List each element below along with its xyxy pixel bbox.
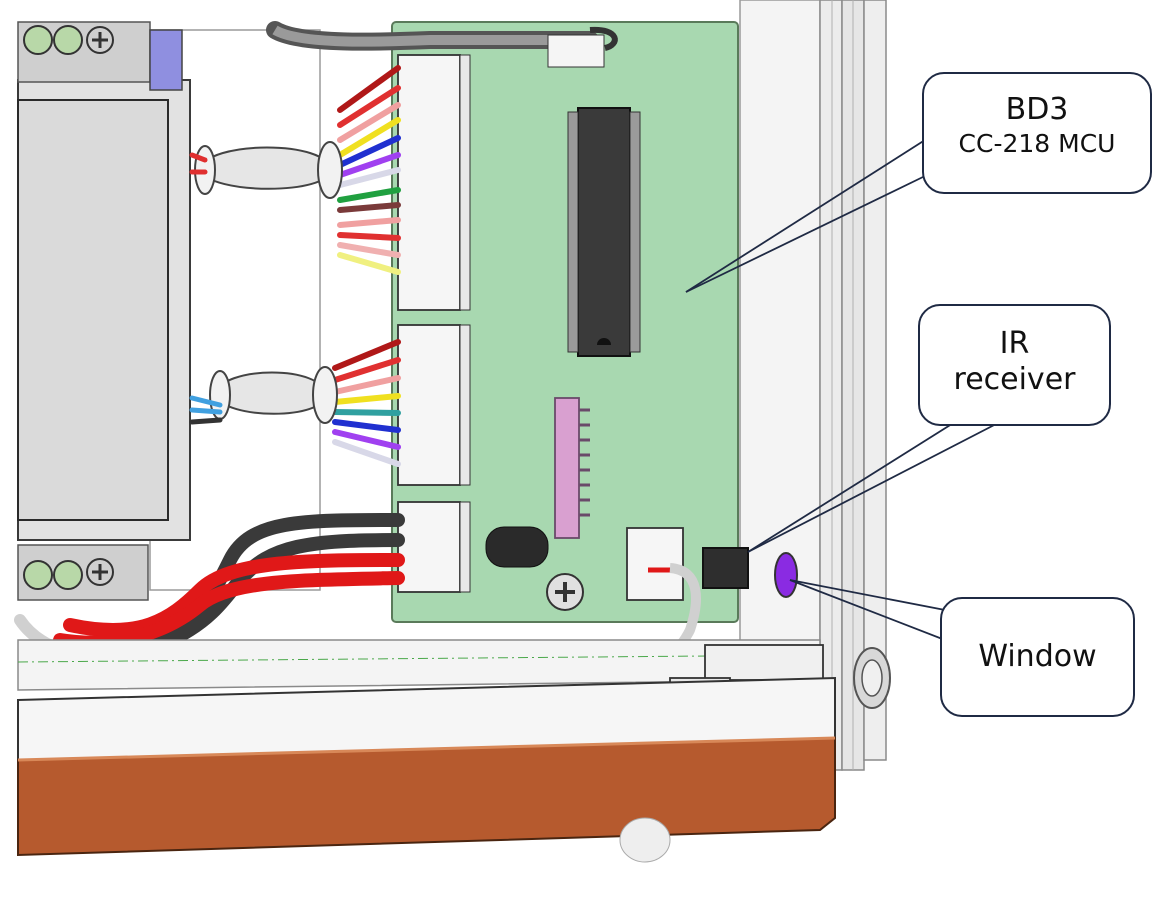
bottom-foot	[619, 817, 671, 863]
callout-ir-receiver: IR receiver	[918, 304, 1111, 426]
header-connector-2	[397, 324, 471, 486]
mounting-screw	[546, 573, 584, 611]
callout-bd3-title: BD3	[1005, 92, 1069, 127]
pcb-board	[391, 21, 739, 623]
enclosure-right-wall	[739, 0, 887, 771]
callout-window-title: Window	[978, 639, 1097, 674]
leader-lines	[685, 139, 1001, 641]
side-fastener	[853, 647, 891, 709]
callout-window: Window	[940, 597, 1135, 717]
pin-header	[554, 397, 590, 539]
callout-bd3: BD3 CC-218 MCU	[922, 72, 1152, 194]
header-connector-1	[397, 54, 471, 311]
callout-ir-title: IR	[999, 326, 1030, 361]
grommet-1	[199, 146, 332, 190]
callout-ir-subtitle: receiver	[953, 362, 1076, 397]
callout-bd3-subtitle: CC-218 MCU	[958, 129, 1116, 158]
window-lens	[774, 552, 798, 598]
top-connector	[547, 34, 605, 68]
header-connector-3	[397, 501, 471, 593]
ir-receiver-module	[702, 547, 749, 589]
grommet-2	[214, 371, 327, 415]
power-module	[17, 21, 191, 601]
side-wires	[189, 152, 223, 425]
ribbon-wires-1	[337, 65, 401, 275]
mcu-chip	[567, 107, 641, 357]
capacitor	[485, 526, 549, 568]
ribbon-wires-2	[332, 339, 401, 467]
